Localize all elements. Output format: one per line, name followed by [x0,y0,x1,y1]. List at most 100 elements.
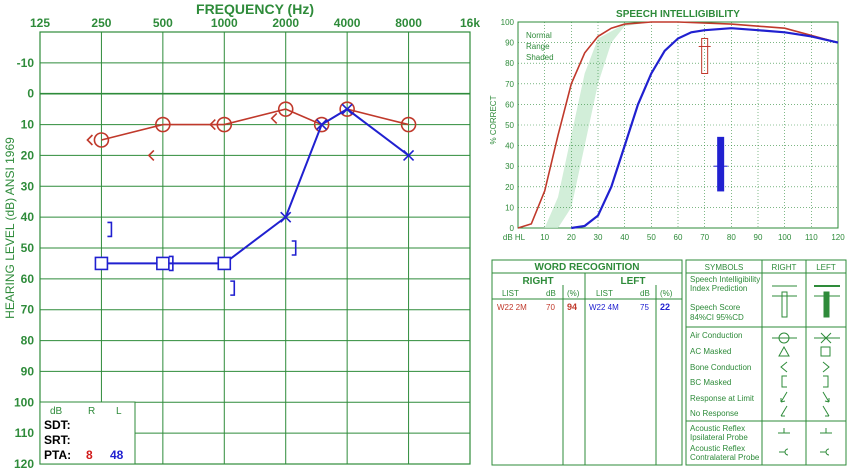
audiogram-y-tick: 50 [21,241,35,255]
right-ear-point [313,116,330,133]
right-bc-mark [209,119,216,131]
right-ear-point [339,101,355,117]
wr-right-db: 70 [546,303,555,312]
reflex-contra-left-glyph [820,448,830,456]
symbol-row-label: Acoustic Reflex [690,444,745,453]
reflex-ipsi-left-glyph [820,428,832,434]
left-bc-mark [291,240,297,256]
right-bc-mark [147,149,155,161]
bc-right-glyph [780,361,788,373]
si-x-tick: 40 [620,233,629,242]
si-x-tick: 10 [540,233,549,242]
limit-left-glyph [822,391,830,403]
right-ear-point [216,116,233,133]
right-ear-point [155,116,171,133]
wr-right-pct: 94 [567,302,577,312]
wr-title: WORD RECOGNITION [535,262,640,273]
symbol-row-label: Response at Limit [690,394,755,403]
summary-header-db: dB [50,406,63,417]
audiogram-x-tick: 16k [460,16,480,30]
audiogram-y-tick: 100 [14,395,34,409]
si-y-tick: 70 [505,80,514,89]
symbol-row-label: Speech Intelligibility [690,275,760,284]
symbol-row-label: Air Conduction [690,331,742,340]
si-x-tick: dB HL [503,233,526,242]
left-ear-point [280,211,292,223]
audiogram-x-tick: 2000 [272,16,299,30]
symbol-row-label: Ipsilateral Probe [690,433,748,442]
limit-right-glyph [780,391,788,403]
audiogram-y-label: HEARING LEVEL (dB) ANSI 1969 [3,137,17,319]
wr-right-h-pct: (%) [567,289,580,298]
si-y-tick: 30 [505,162,514,171]
wr-left-h-list: LIST [596,289,613,298]
right-bc-mark [270,112,278,124]
si-y-tick: 90 [505,39,514,48]
audiogram-y-tick: 80 [21,334,35,348]
wr-right-label: RIGHT [522,276,553,287]
ac-masked-right-glyph [778,345,790,357]
si-x-tick: 50 [647,233,656,242]
si-title: SPEECH INTELLIGIBILITY [616,9,740,20]
audiogram-y-tick: 70 [21,303,35,317]
shade-note-3: Shaded [526,53,554,62]
symbols-right-header: RIGHT [772,263,797,272]
si-x-tick: 80 [727,233,736,242]
symbols-legend: SYMBOLS RIGHT LEFT Speech Intelligibilit… [685,259,847,466]
audiogram-y-tick: 20 [21,148,35,162]
audiogram-y-tick: 0 [27,87,34,101]
symbol-row-label: Bone Conduction [690,363,751,372]
left-ear-point [316,119,328,131]
audiogram-x-tick: 1000 [211,16,238,30]
summary-pta: PTA: [44,448,71,462]
si-y-tick: 20 [505,183,514,192]
left-ear-point [403,149,415,161]
wr-left-h-db: dB [640,289,650,298]
left-ear-masked-point [156,256,170,271]
wr-left-pct: 22 [660,302,670,312]
audiogram-marks [86,101,417,296]
si-right-curve [517,21,839,229]
audiogram-y-tick: 120 [14,457,34,471]
left-ear-masked-point [94,256,109,271]
reflex-ipsi-right-glyph [778,428,790,434]
pta-left-value: 48 [110,448,124,462]
summary-srt: SRT: [44,433,71,447]
si-y-tick: 100 [501,18,515,27]
si-x-tick: 120 [831,233,845,242]
audiogram-y-tick: 30 [21,179,35,193]
si-x-tick: 20 [567,233,576,242]
audiogram-y-tick: 90 [21,364,35,378]
word-recognition-table: WORD RECOGNITION RIGHT LEFT LIST dB (%) … [491,259,683,466]
audiogram-y-tick: 110 [15,426,35,440]
right-ear-point [277,101,294,117]
score-right-glyph [781,291,788,318]
symbol-row-label: Speech Score [690,303,741,312]
si-x-tick: 60 [674,233,683,242]
symbol-row-label: Acoustic Reflex [690,424,745,433]
bc-left-glyph [822,361,830,373]
noresp-left-glyph [822,405,830,417]
wr-left-label: LEFT [621,276,646,287]
wr-right-h-list: LIST [502,289,519,298]
noresp-right-glyph [780,405,788,417]
symbols-left-header: LEFT [816,263,836,272]
si-x-tick: 100 [778,233,792,242]
left-ear-masked-point [217,256,232,271]
symbol-glyphs [772,285,840,456]
symbols-header: SYMBOLS [705,263,744,272]
shade-note-2: Range [526,42,550,51]
wr-left-db: 75 [640,303,649,312]
si-y-label: % CORRECT [489,95,498,144]
wr-left-h-pct: (%) [660,289,673,298]
summary-sdt: SDT: [44,418,71,432]
audiogram-x-tick: 500 [153,16,173,30]
si-x-tick: 110 [805,233,818,242]
symbol-row-label: BC Masked [690,378,731,387]
